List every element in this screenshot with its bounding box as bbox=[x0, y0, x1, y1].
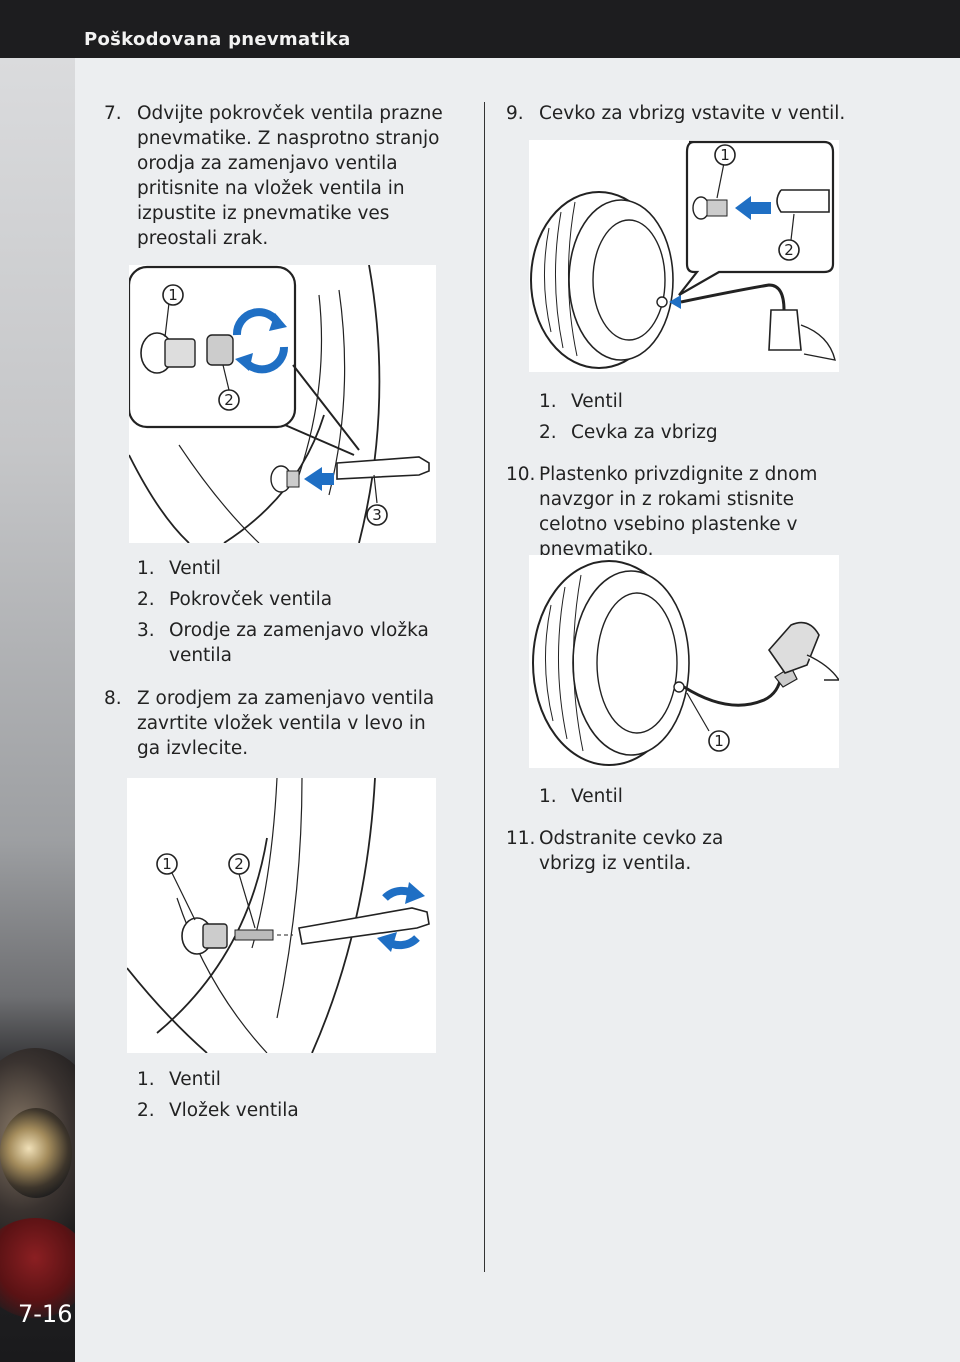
step-text: Cevko za vbrizg vstavite v ventil. bbox=[539, 103, 846, 124]
caption-text: Ventil bbox=[169, 558, 221, 579]
step-number: 9. bbox=[506, 103, 524, 124]
callout-2 bbox=[778, 239, 800, 261]
step-11: 11. Odstranite cevko za vbrizg iz ventil… bbox=[506, 826, 786, 876]
step-text: Odstranite cevko za vbrizg iz ventila. bbox=[539, 828, 724, 874]
figure-2-illustration: 1 2 bbox=[127, 778, 430, 1053]
car-body-image bbox=[0, 1218, 75, 1318]
callout-1-label: 1 bbox=[168, 286, 178, 304]
caption-text: Ventil bbox=[571, 391, 623, 412]
step-8: 8. Z orodjem za zamenjavo ventila zavrti… bbox=[104, 686, 444, 761]
caption-number: 3. bbox=[137, 620, 155, 641]
section-title: Poškodovana pnevmatika bbox=[84, 29, 351, 50]
caption-fig1-3: 3. Orodje za zamenjavo vložka ventila bbox=[137, 618, 437, 668]
callout-3-label: 3 bbox=[372, 506, 382, 524]
callout-1-label: 1 bbox=[714, 732, 724, 750]
callout-1-label: 1 bbox=[162, 855, 172, 873]
callout-2 bbox=[228, 853, 250, 875]
figure-3-illustration: 1 2 bbox=[530, 140, 836, 369]
step-number: 8. bbox=[104, 688, 122, 709]
page-number: 7-16 bbox=[18, 1300, 73, 1328]
caption-number: 2. bbox=[137, 1100, 155, 1121]
step-10: 10. Plastenko privzdignite z dnom navzgo… bbox=[506, 462, 866, 562]
step-text: Plastenko privzdignite z dnom navzgor in… bbox=[539, 464, 818, 560]
page-header: Poškodovana pnevmatika bbox=[0, 0, 960, 58]
caption-number: 1. bbox=[137, 1069, 155, 1090]
callout-1 bbox=[708, 730, 730, 752]
caption-number: 1. bbox=[539, 391, 557, 412]
step-text: Odvijte pokrovček ventila prazne pnevmat… bbox=[137, 103, 443, 249]
step-7: 7. Odvijte pokrovček ventila prazne pnev… bbox=[104, 101, 444, 251]
caption-fig2-2: 2. Vložek ventila bbox=[137, 1098, 437, 1123]
step-9: 9. Cevko za vbrizg vstavite v ventil. bbox=[506, 101, 866, 126]
column-divider bbox=[484, 102, 485, 1272]
figure-1-illustration: 1 2 3 bbox=[129, 265, 430, 543]
headlight-image bbox=[0, 1108, 72, 1198]
step-number: 11. bbox=[506, 828, 536, 849]
caption-text: Vložek ventila bbox=[169, 1100, 299, 1121]
callout-2-label: 2 bbox=[234, 855, 244, 873]
caption-text: Ventil bbox=[169, 1069, 221, 1090]
callout-2 bbox=[218, 389, 240, 411]
step-number: 10. bbox=[506, 464, 536, 485]
caption-number: 1. bbox=[539, 786, 557, 807]
caption-fig2-1: 1. Ventil bbox=[137, 1067, 437, 1092]
callout-1 bbox=[714, 144, 736, 166]
callout-1 bbox=[156, 853, 178, 875]
figure-remove-valve-cap: 1 2 3 bbox=[129, 265, 436, 543]
caption-number: 2. bbox=[137, 589, 155, 610]
figure-squeeze-bottle: 1 bbox=[529, 555, 839, 768]
caption-text: Pokrovček ventila bbox=[169, 589, 333, 610]
callout-1 bbox=[162, 284, 184, 306]
caption-number: 1. bbox=[137, 558, 155, 579]
figure-insert-hose: 1 2 bbox=[529, 140, 839, 372]
caption-fig1-1: 1. Ventil bbox=[137, 556, 437, 581]
caption-fig1-2: 2. Pokrovček ventila bbox=[137, 587, 437, 612]
caption-text: Ventil bbox=[571, 786, 623, 807]
figure-remove-valve-core: 1 2 bbox=[127, 778, 436, 1053]
caption-fig3-2: 2. Cevka za vbrizg bbox=[539, 420, 839, 445]
caption-fig4-1: 1. Ventil bbox=[539, 784, 839, 809]
step-text: Z orodjem za zamenjavo ventila zavrtite … bbox=[137, 688, 435, 759]
caption-text: Orodje za zamenjavo vložka ventila bbox=[169, 620, 429, 666]
caption-fig3-1: 1. Ventil bbox=[539, 389, 839, 414]
figure-4-illustration: 1 bbox=[532, 560, 839, 766]
callout-2-label: 2 bbox=[784, 241, 794, 259]
caption-text: Cevka za vbrizg bbox=[571, 422, 718, 443]
callout-3 bbox=[366, 504, 388, 526]
sidebar-photo-strip bbox=[0, 58, 75, 1362]
callout-1-label: 1 bbox=[720, 146, 730, 164]
callout-2-label: 2 bbox=[224, 391, 234, 409]
step-number: 7. bbox=[104, 103, 122, 124]
caption-number: 2. bbox=[539, 422, 557, 443]
